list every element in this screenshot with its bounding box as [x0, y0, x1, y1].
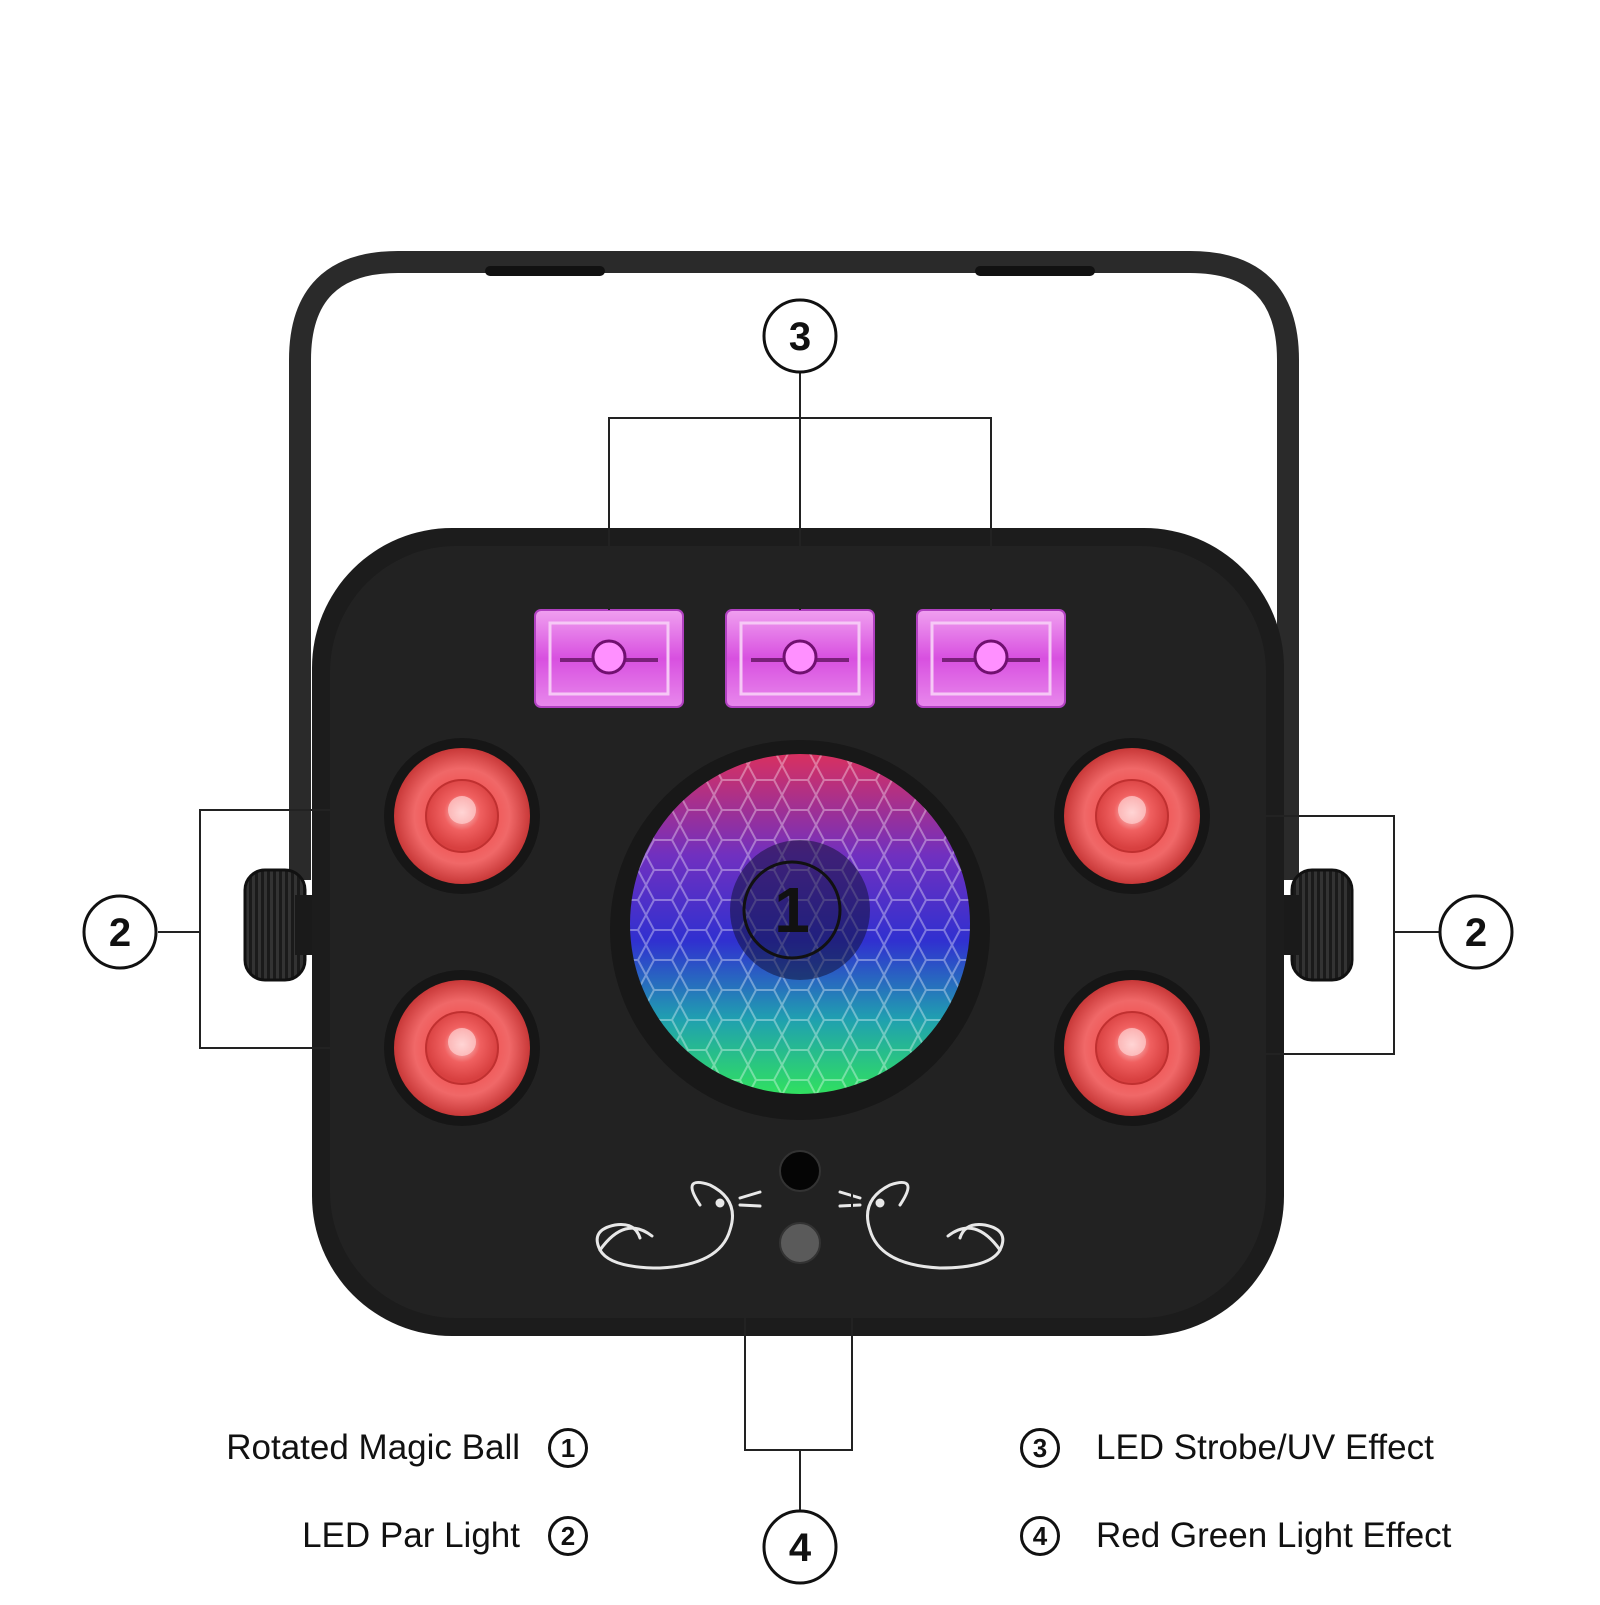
svg-text:4: 4: [789, 1526, 812, 1570]
callout-badge-2-right: 2: [1438, 894, 1514, 970]
magic-ball: [610, 740, 990, 1120]
left-knob[interactable]: [243, 868, 317, 982]
right-knob[interactable]: [1280, 868, 1354, 982]
legend-number-1: 1: [548, 1428, 588, 1468]
par-light-bottom-right: [1054, 970, 1210, 1126]
sound-sensor: [779, 1150, 821, 1192]
legend-number-2: 2: [548, 1516, 588, 1556]
uv-strobe-1: [534, 609, 684, 708]
callout-badge-4: 4: [762, 1509, 838, 1585]
ball-center-callout-ring: [742, 860, 842, 960]
callout-badge-1: 1: [774, 874, 810, 946]
legend-number-4: 4: [1020, 1516, 1060, 1556]
par-light-bottom-left: [384, 970, 540, 1126]
svg-text:2: 2: [109, 911, 131, 955]
legend-label-1: Rotated Magic Ball: [226, 1428, 520, 1467]
callout-lines: [158, 372, 1440, 1510]
par-light-top-left: [384, 738, 540, 894]
callout-badge-3: 3: [762, 298, 838, 374]
uv-strobe-3: [916, 609, 1066, 708]
uv-strobe-2: [725, 609, 875, 708]
callout-badge-2-left: 2: [82, 894, 158, 970]
seal-logo-right: [838, 1181, 1005, 1270]
svg-text:2: 2: [1465, 911, 1487, 955]
legend-number-3: 3: [1020, 1428, 1060, 1468]
legend-label-4: Red Green Light Effect: [1096, 1516, 1452, 1555]
rg-light-lens: [779, 1222, 821, 1264]
seal-logo-left: [595, 1181, 762, 1270]
svg-text:3: 3: [789, 315, 811, 359]
mounting-bracket: [289, 251, 1299, 880]
legend-label-2: LED Par Light: [302, 1516, 520, 1555]
par-light-top-right: [1054, 738, 1210, 894]
legend-label-3: LED Strobe/UV Effect: [1096, 1428, 1434, 1467]
